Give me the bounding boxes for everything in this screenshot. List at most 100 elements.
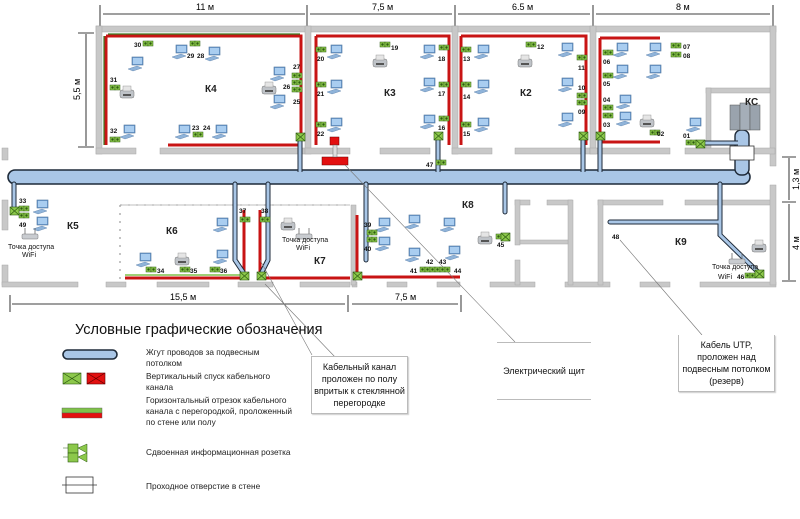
wifi-label: Точка доступа xyxy=(282,237,328,244)
outlet-number: 14 xyxy=(463,94,471,101)
outlet-icon xyxy=(525,41,537,48)
outlet-number: 21 xyxy=(317,91,325,98)
outlet-number: 11 xyxy=(578,65,585,72)
legend-item-vertical-drop: Вертикальный спуск кабельного канала xyxy=(146,371,271,392)
legend-item-outlet: Сдвоенная информационная розетка xyxy=(146,447,291,457)
dim-k4-width: 11 м xyxy=(196,2,214,12)
outlet-icon xyxy=(670,51,682,58)
outlet-icon xyxy=(419,266,431,273)
legend-wall-passage-icon xyxy=(62,476,97,494)
outlet-icon xyxy=(291,79,303,86)
outlet-number: 20 xyxy=(317,56,325,63)
outlet-number: 05 xyxy=(603,81,611,88)
outlet-number: 16 xyxy=(438,125,446,132)
computer-icon xyxy=(419,114,436,130)
computer-icon xyxy=(645,64,662,80)
room-label-k8: К8 xyxy=(462,200,474,211)
vertical-drop-icon xyxy=(295,132,306,142)
wall-passage xyxy=(729,145,755,161)
outlet-number: 42 xyxy=(426,259,434,266)
vertical-drop-icon xyxy=(256,271,267,281)
legend-channel-green xyxy=(61,407,103,414)
outlet-number: 43 xyxy=(439,259,447,266)
outlet-number: 24 xyxy=(203,125,211,132)
legend-harness-symbol xyxy=(62,349,118,360)
outlet-icon xyxy=(315,121,327,128)
outlet-number: 09 xyxy=(578,109,586,116)
vertical-drop-icon xyxy=(578,131,589,141)
outlet-icon xyxy=(602,112,614,119)
callout-utp: Кабель UTP, проложен над подвесным потол… xyxy=(678,335,775,392)
printer-icon xyxy=(751,239,767,253)
outlet-icon xyxy=(602,104,614,111)
outlet-icon xyxy=(602,72,614,79)
computer-icon xyxy=(615,94,632,110)
computer-icon xyxy=(439,217,456,233)
outlet-number: 44 xyxy=(454,268,462,275)
outlet-number: 35 xyxy=(190,268,198,275)
legend-outlet-icon xyxy=(63,443,88,463)
outlet-icon xyxy=(142,40,154,47)
computer-icon xyxy=(174,124,191,140)
outlet-icon xyxy=(239,216,251,223)
dim-height-left: 5,5 м xyxy=(72,79,82,100)
legend-item-harness: Жгут проводов за подвесным потолком xyxy=(146,347,260,368)
vertical-drop-icon xyxy=(352,271,363,281)
outlet-icon xyxy=(439,266,451,273)
room-label-ks: КС xyxy=(745,97,758,108)
outlet-icon xyxy=(576,99,588,106)
computer-icon xyxy=(685,117,702,133)
outlet-icon xyxy=(291,86,303,93)
outlet-number: 46 xyxy=(737,274,745,281)
computer-icon xyxy=(419,77,436,93)
dim-corridor: 1,3 м xyxy=(791,169,800,190)
outlet-icon xyxy=(109,136,121,143)
room-label-k2: К2 xyxy=(520,88,532,99)
computer-icon xyxy=(269,94,286,110)
room-label-k7: К7 xyxy=(314,256,326,267)
outlet-number: 18 xyxy=(438,56,446,63)
outlet-icon xyxy=(145,266,157,273)
computer-icon xyxy=(557,77,574,93)
outlet-icon xyxy=(179,266,191,273)
computer-icon xyxy=(557,112,574,128)
legend-item-horizontal-channel: Горизонтальный отрезок кабельного канала… xyxy=(146,395,293,427)
outlet-icon xyxy=(685,139,697,146)
wifi-label: Точка доступа xyxy=(8,244,54,251)
outlet-number: 32 xyxy=(110,128,118,135)
outlet-number: 39 xyxy=(364,222,372,229)
printer-icon xyxy=(280,217,296,231)
computer-icon xyxy=(473,117,490,133)
outlet-icon xyxy=(379,41,391,48)
outlet-number: 04 xyxy=(603,97,611,104)
outlet-numbers: 30 29 28 31 27 26 25 32 23 24 20 19 18 2… xyxy=(19,42,745,281)
vertical-drop-icon xyxy=(754,269,765,279)
outlet-number: 37 xyxy=(239,208,247,215)
outlet-number: 41 xyxy=(410,268,418,275)
legend-channel-red xyxy=(61,412,103,419)
legend-drop-red-icon xyxy=(86,372,106,385)
computer-icon xyxy=(204,46,221,62)
callout-electric-panel: Электрический щит xyxy=(497,342,591,400)
printer-icon xyxy=(174,252,190,266)
computer-icon xyxy=(135,252,152,268)
outlet-icon xyxy=(109,84,121,91)
outlet-icon xyxy=(429,266,441,273)
computer-icon xyxy=(615,111,632,127)
outlet-icon xyxy=(435,159,447,166)
outlet-number: 45 xyxy=(497,242,505,249)
printer-icon xyxy=(119,85,135,99)
room-label-k5: К5 xyxy=(67,221,79,232)
vertical-drop-icon xyxy=(500,232,511,242)
room-label-k6: К6 xyxy=(166,226,178,237)
outlet-number: 26 xyxy=(283,84,291,91)
outlet-icon xyxy=(259,216,271,223)
dim-right-width: 8 м xyxy=(676,2,690,12)
dimension-lines xyxy=(9,5,796,312)
outlet-icon xyxy=(438,115,450,122)
cable-channels xyxy=(103,33,660,280)
outlet-number: 01 xyxy=(683,133,691,140)
vertical-drop-icon xyxy=(9,206,20,216)
outlet-number: 10 xyxy=(578,85,586,92)
